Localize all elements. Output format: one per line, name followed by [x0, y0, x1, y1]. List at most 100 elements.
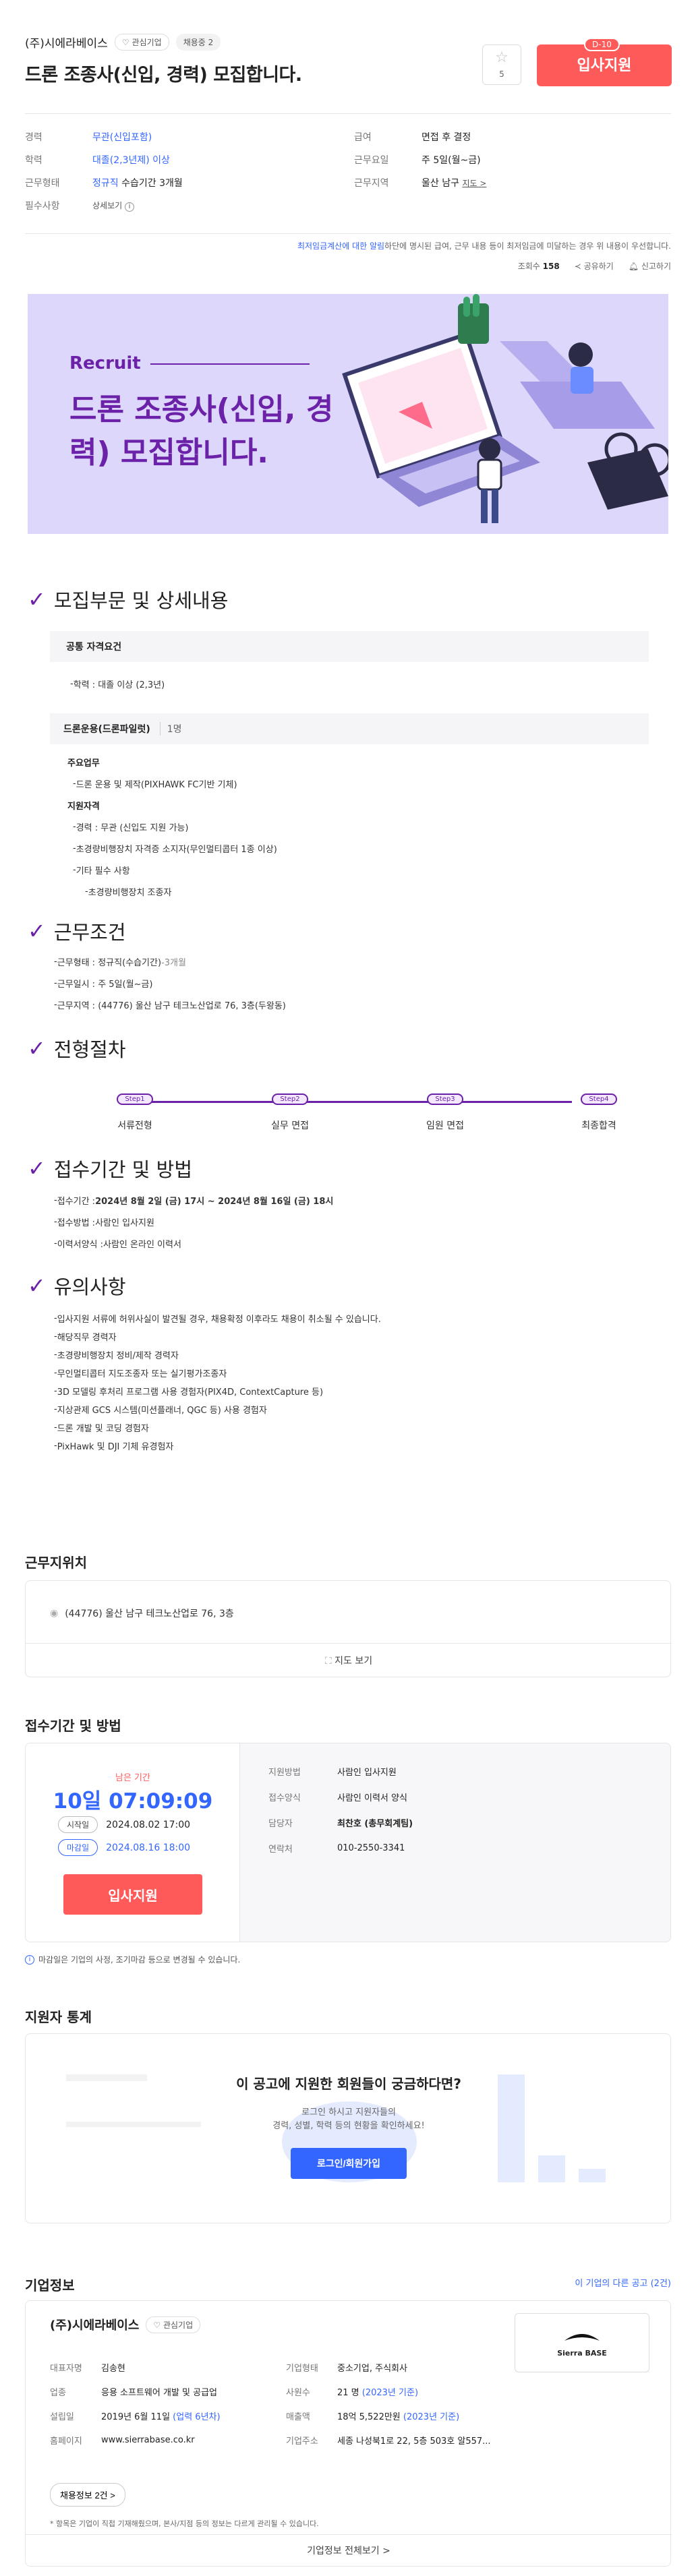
check-icon: ✓ — [28, 1273, 46, 1298]
star-icon: ☆ — [495, 49, 509, 66]
company-more-button[interactable]: 기업정보 전체보기 > — [26, 2534, 672, 2567]
apply-button-top[interactable]: 입사지원 — [537, 44, 672, 86]
remain-label: 남은 기간 — [115, 1773, 150, 1783]
report-button[interactable]: 🔔︎ 신고하기 — [628, 262, 671, 271]
list-item: - 지상관제 GCS 시스템(미션플래너, QGC 등) 사용 경험자 — [54, 1404, 267, 1416]
min-wage-link[interactable]: 최저임금계산에 대한 알림 — [297, 241, 385, 251]
section-title: 전형절차 — [53, 1038, 126, 1061]
stats-question: 이 공고에 지원한 회원들이 궁금하다면? — [236, 2076, 461, 2092]
laptop-illustration — [342, 294, 668, 523]
company-note: * 항목은 기업이 직접 기재해줬으며, 본사/지점 등의 정보는 다르게 관리… — [50, 2519, 319, 2528]
list-item: - PixHawk 및 DJI 기체 유경험자 — [54, 1441, 174, 1452]
recruit-details: 공통 자격요건 - 학력 : 대졸 이상 (2,3년) 드론운용(드론파일럿)1… — [50, 631, 649, 902]
section-recruit: ✓모집부문 및 상세내용 — [25, 585, 671, 613]
list-item: - 초경량비행장치 조종자 — [85, 886, 172, 898]
check-icon: ✓ — [28, 918, 46, 944]
section-title: 유의사항 — [53, 1276, 126, 1298]
job-header: (주)시에라베이스 ♡관심기업 채용중 2 드론 조종사(신입, 경력) 모집합… — [25, 34, 672, 101]
list-item: - 초경량비행장치 자격증 소지자(무인멀티콥터 1종 이상) — [73, 843, 277, 855]
location-card: ◉ (44776) 울산 남구 테크노산업로 76, 3층 ⛶ 지도 보기 — [25, 1580, 672, 1678]
other-jobs-link[interactable]: 이 기업의 다른 공고 (2건) — [575, 2279, 671, 2289]
scrap-count: 5 — [499, 69, 504, 79]
interest-tag[interactable]: ♡ 관심기업 — [146, 2316, 201, 2333]
homepage-link[interactable]: www.sierrabase.co.kr — [101, 2434, 195, 2445]
list-item: - 드론 개발 및 코딩 경험자 — [54, 1422, 149, 1434]
section-process: ✓ 전형절차 — [25, 1034, 671, 1062]
min-wage-notice: 최저임금계산에 대한 알림하단에 명시된 급여, 근무 내용 등이 최저임금에 … — [297, 241, 671, 251]
share-button[interactable]: ≺ 공유하기 — [574, 262, 614, 271]
list-item: - 접수방법 : 사람인 입사지원 — [54, 1216, 154, 1228]
login-button[interactable]: 로그인/회원가입 — [291, 2148, 407, 2179]
logo-mark-icon — [564, 2334, 600, 2341]
location-title: 근무지위치 — [25, 1555, 87, 1571]
info-icon: i — [125, 202, 134, 212]
condition-list: - 근무형태 : 정규직(수습기간)-3개월 - 근무일시 : 주 5일(월~금… — [54, 951, 286, 1015]
bell-icon: 🔔︎ — [628, 262, 639, 271]
check-icon: ✓ — [28, 587, 46, 612]
job-info-button[interactable]: 채용정보 2건 > — [50, 2483, 125, 2507]
map-icon: ⛶ — [324, 1656, 332, 1667]
company-title: 기업정보 — [25, 2277, 75, 2294]
scrap-button[interactable]: ☆ 5 — [482, 44, 521, 85]
company-logo: Sierra BASE — [515, 2313, 649, 2372]
part-head: 드론운용(드론파일럿)1명 — [50, 713, 649, 744]
caution-list: - 입사지원 서류에 허위사실이 발견될 경우, 채용확정 이후라도 채용이 취… — [54, 1309, 381, 1455]
list-item: - 이력서양식 : 사람인 온라인 이력서 — [54, 1238, 181, 1250]
banner-title: 드론 조종사(신입, 경력) 모집합니다. — [69, 392, 334, 470]
section-condition: ✓ 근무조건 — [25, 917, 671, 945]
process-track — [134, 1101, 572, 1103]
list-item: - 드론 운용 및 제작(PIXHAWK FC기반 기체) — [73, 778, 237, 790]
company-name[interactable]: (주)시에라베이스 — [25, 37, 108, 51]
info-icon: i — [25, 1954, 34, 1965]
company-name[interactable]: (주)시에라베이스 — [50, 2318, 140, 2333]
check-icon: ✓ — [28, 1036, 46, 1061]
list-item: - 입사지원 서류에 허위사실이 발견될 경우, 채용확정 이후라도 채용이 취… — [54, 1313, 381, 1325]
apply-button[interactable]: 입사지원 — [63, 1874, 202, 1915]
heart-icon: ♡ — [121, 37, 129, 47]
location-address: (44776) 울산 남구 테크노산업로 76, 3층 — [65, 1609, 234, 1619]
duty-label: 주요업무 — [67, 758, 100, 769]
job-banner: Recruit 드론 조종사(신입, 경력) 모집합니다. — [28, 294, 668, 534]
section-title: 근무조건 — [53, 921, 126, 944]
map-view-button[interactable]: ⛶ 지도 보기 — [26, 1643, 672, 1678]
view-count: 조회수 158 — [517, 262, 560, 271]
banner-recruit: Recruit — [69, 353, 141, 373]
map-link[interactable]: 지도 > — [462, 179, 487, 188]
post-meta: 조회수 158 ≺ 공유하기 🔔︎ 신고하기 — [25, 260, 671, 272]
interest-tag[interactable]: ♡관심기업 — [114, 34, 169, 51]
list-item: - 접수기간 : 2024년 8월 2일 (금) 17시 ~ 2024년 8월 … — [54, 1195, 334, 1207]
open-jobs-tag[interactable]: 채용중 2 — [175, 34, 221, 51]
detail-link[interactable]: 상세보기 — [92, 201, 123, 210]
share-icon: ≺ — [574, 262, 581, 271]
pin-icon: ◉ — [50, 1608, 59, 1619]
company-line: (주)시에라베이스 ♡관심기업 채용중 2 — [25, 34, 671, 51]
